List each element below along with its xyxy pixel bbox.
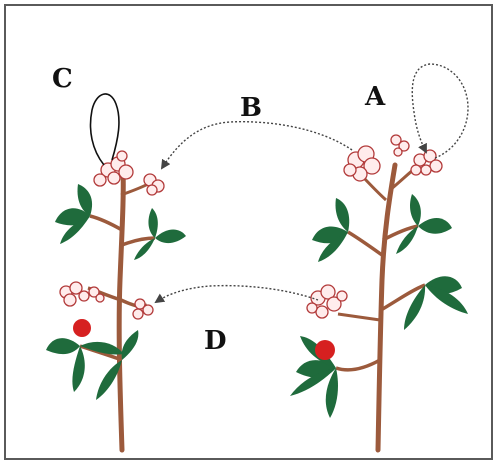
label-d: D [204, 328, 227, 354]
leaf-icon [312, 198, 349, 262]
flower-icon [144, 174, 164, 195]
left-plant [46, 151, 186, 450]
label-c: C [52, 66, 73, 92]
arrow-a [412, 64, 468, 158]
flower-icon [391, 135, 409, 156]
arrow-c [91, 94, 119, 165]
leaf-icon [55, 184, 92, 244]
flower-icon [411, 150, 442, 175]
leaf-icon [46, 338, 124, 392]
arrow-d [156, 286, 318, 302]
fruit-icon [73, 319, 91, 337]
leaf-icon [396, 194, 452, 254]
pollination-arrows [156, 64, 468, 302]
leaf-icon [404, 276, 468, 330]
label-a: A [365, 84, 385, 110]
right-plant [290, 135, 468, 450]
arrow-b [162, 122, 352, 168]
fruit-icon [315, 340, 335, 360]
flower-icon [133, 299, 153, 319]
left-plant-stem [119, 170, 123, 450]
flower-icon [344, 146, 380, 181]
flower-icon [60, 282, 104, 306]
label-b: B [240, 95, 262, 121]
leaf-icon [134, 208, 186, 260]
